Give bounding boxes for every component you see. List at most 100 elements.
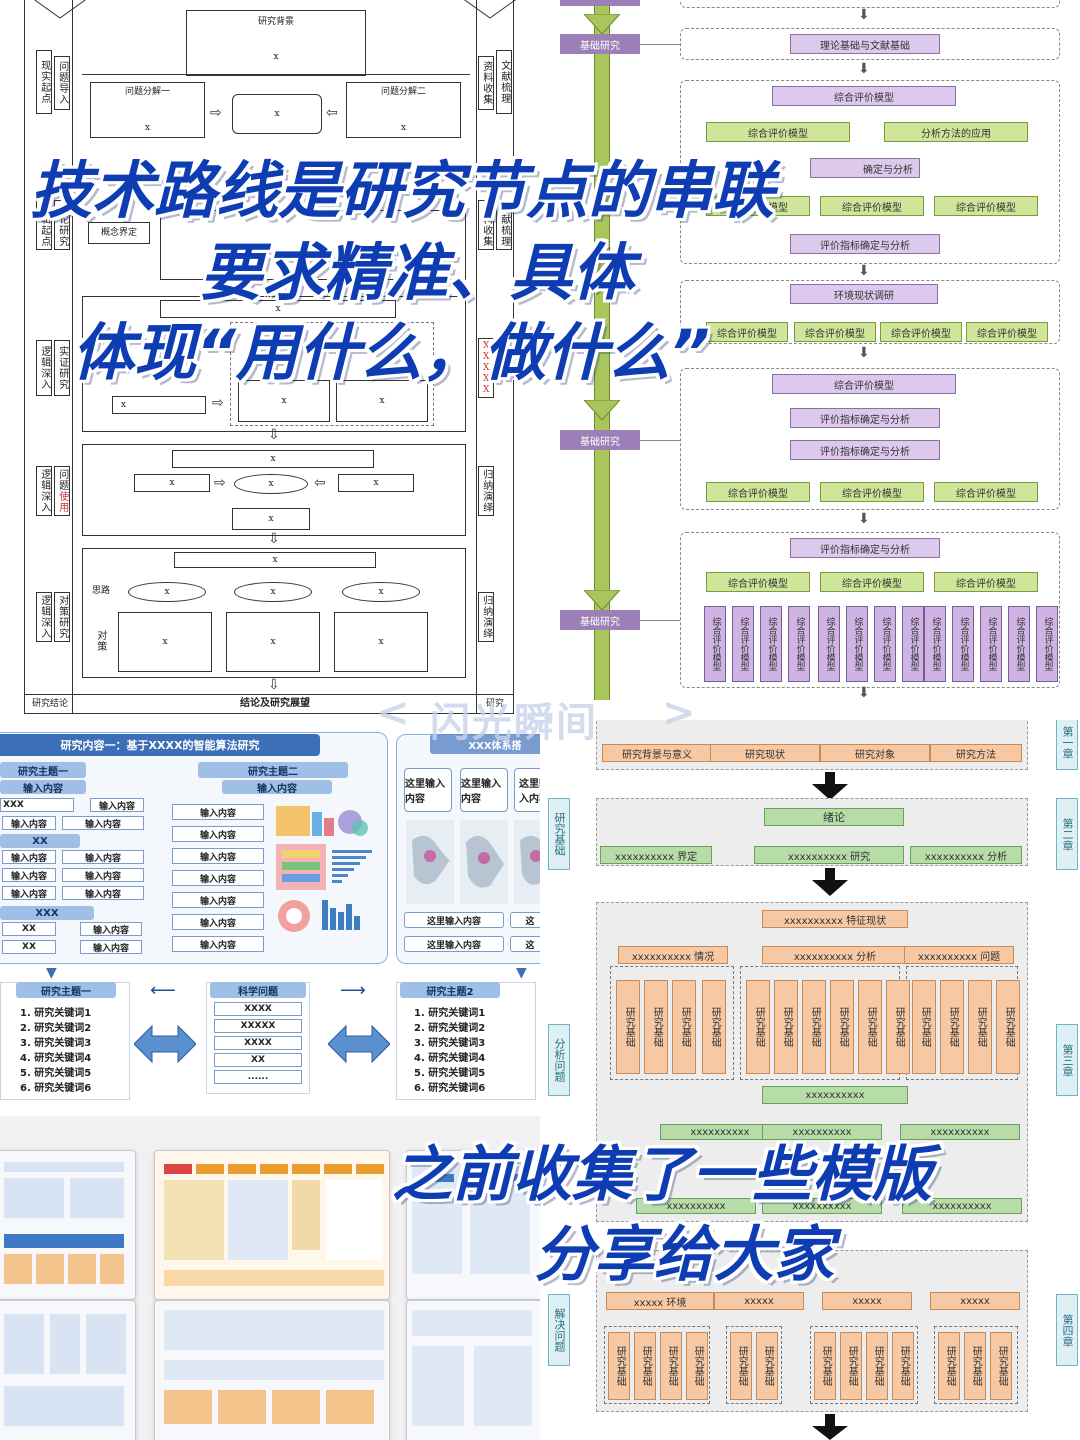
right-input-row-cut: 这 [510, 912, 540, 928]
basis-node: 研究基础 [938, 1332, 960, 1400]
chapter-node: xxxxxxxxxx 问题 [904, 946, 1014, 964]
vertical-model-node: 综合评价模型 [924, 606, 946, 682]
vertical-model-node: 综合评价模型 [902, 606, 924, 682]
chapter-node: 研究方法 [930, 744, 1022, 762]
side-label-countermeasure: 对策研究 [54, 592, 70, 642]
input-box: 输入内容 [172, 936, 264, 952]
ellipse-3: x [342, 582, 420, 602]
vertical-model-node: 综合评价模型 [788, 606, 810, 682]
right-input-row: 这里输入内容 [404, 912, 504, 928]
map-thumbnails-image [406, 820, 540, 904]
input-box: 输入内容 [2, 886, 56, 900]
chapter-node: xxxxx [930, 1292, 1020, 1310]
mid-node: xxxxxxxxxx [762, 1086, 908, 1104]
conclusion-label: 研究结论 [28, 697, 72, 711]
input-box: 输入内容 [172, 914, 264, 930]
chevron-down-icon [30, 0, 90, 20]
science-item: XXXXX [214, 1019, 302, 1033]
xxx-label: XXX [0, 906, 94, 920]
basis-node: 研究基础 [858, 980, 882, 1074]
arrow-left-icon: ⇦ [314, 476, 326, 490]
intro-node: 绪论 [764, 808, 904, 826]
side-label-reality: 现实起点 [36, 50, 52, 114]
input-box: 输入内容 [80, 940, 142, 954]
basis-node: 研究基础 [892, 1332, 914, 1400]
basis-node: 研究基础 [814, 1332, 836, 1400]
chapter-node: 研究对象 [820, 744, 930, 762]
overlay-line-1: 技术路线是研究节点的串联 [30, 140, 774, 230]
xxx-box: XXX [0, 798, 74, 812]
side-analyze: 分析问题 [548, 1024, 570, 1096]
xx-box: XX [2, 922, 56, 936]
chapter-node: xxxxx [714, 1292, 804, 1310]
watermark-left: < [376, 690, 412, 736]
arrow-down-icon: ⇩ [268, 532, 280, 546]
chapter-node: xxxxxxxxxx 情况 [618, 946, 728, 964]
keyword-item: 4. 研究关键词4 [414, 1049, 485, 1064]
vertical-model-node: 综合评价模型 [1036, 606, 1058, 682]
chapter-node: 研究背景与意义 [602, 744, 712, 762]
problem-left: x [134, 474, 210, 492]
watermark-text: 闪光瞬间 [430, 690, 598, 748]
arrow-down-icon: ▼ [46, 966, 57, 980]
arrow-down-icon [812, 772, 848, 800]
overlay-line-5: 分享给大家 [534, 1206, 834, 1293]
chapter-node: xxxxx 环境 [606, 1292, 714, 1310]
side-label-literature: 文献梳理 [496, 50, 512, 114]
right-input-card: 这里输入内容 [460, 768, 508, 812]
side-label-logic-3: 逻辑深入 [36, 340, 52, 396]
arrow-down-icon [812, 868, 848, 896]
input-box: 输入内容 [62, 850, 144, 864]
basis-node: 研究基础 [968, 980, 992, 1074]
side-chapter-1: 第一章 [1056, 720, 1078, 770]
research-content-bottom-left: 研究内容一：基于XXXX的智能算法研究 XXX体系搭 研究主题一 输入内容 XX… [0, 720, 540, 1440]
keyword-item: 2. 研究关键词2 [414, 1019, 485, 1034]
overlay-line-4: 之前收集了一些模版 [392, 1126, 932, 1213]
side-chapter-4: 第四章 [1056, 1294, 1078, 1366]
basis-node: 研究基础 [802, 980, 826, 1074]
right-input-card-cut: 这里输入内容 [514, 768, 540, 812]
side-label-induction: 归纳演绎 [478, 466, 494, 516]
keyword-item: 5. 研究关键词5 [20, 1064, 91, 1079]
side-label-induction-2: 归纳演绎 [478, 592, 494, 642]
basis-node: 研究基础 [990, 1332, 1012, 1400]
idea-label: 思路 [88, 582, 114, 600]
ellipse-1: x [128, 582, 206, 602]
split-one-box: 问题分解一x [90, 82, 205, 138]
problem-bottom: x [232, 508, 310, 530]
basis-node: 研究基础 [774, 980, 798, 1074]
basis-node: 研究基础 [840, 1332, 862, 1400]
basis-node: 研究基础 [996, 980, 1020, 1074]
basis-node: 研究基础 [634, 1332, 656, 1400]
content-title: 研究内容一：基于XXXX的智能算法研究 [0, 734, 320, 756]
basis-node: 研究基础 [866, 1332, 888, 1400]
basis-node: 研究基础 [830, 980, 854, 1074]
input-box: 输入内容 [172, 804, 264, 820]
input-box: 输入内容 [172, 892, 264, 908]
basis-node: 研究基础 [702, 980, 726, 1074]
right-input-row-cut: 这 [510, 936, 540, 952]
input-box: 输入内容 [62, 868, 144, 882]
keyword-item: 6. 研究关键词6 [414, 1079, 485, 1094]
arrow-right-icon: ⟶ [340, 982, 366, 1000]
arrow-right-icon: ⇨ [214, 476, 226, 490]
arrow-down-icon: ⇩ [268, 678, 280, 692]
keyword-item: 3. 研究关键词3 [20, 1034, 91, 1049]
overlay-line-2: 要求精准、具体 [200, 222, 634, 312]
science-item: XXXX [214, 1002, 302, 1016]
chapter-node: xxxxx [822, 1292, 912, 1310]
right-input-row: 这里输入内容 [404, 936, 504, 952]
side-research-basis: 研究基础 [548, 798, 570, 870]
basis-node: 研究基础 [644, 980, 668, 1074]
double-arrow-icon [134, 1024, 196, 1064]
measure-box-1: x [118, 612, 212, 672]
flowchart-bottom-right: 第一章 绪论 研究基础 第二章 xxxxxxxxxx 特征现状 xxxxxxxx… [540, 720, 1080, 1440]
problem-head: x [172, 450, 374, 468]
vertical-model-node: 综合评价模型 [732, 606, 754, 682]
vertical-model-node: 综合评价模型 [874, 606, 896, 682]
chapter-node: xxxxxxxxxx 分析 [762, 946, 908, 964]
theme2-input: 输入内容 [222, 780, 332, 794]
keyword-item: 2. 研究关键词2 [20, 1019, 91, 1034]
basis-node: 研究基础 [746, 980, 770, 1074]
measure-box-3: x [334, 612, 428, 672]
